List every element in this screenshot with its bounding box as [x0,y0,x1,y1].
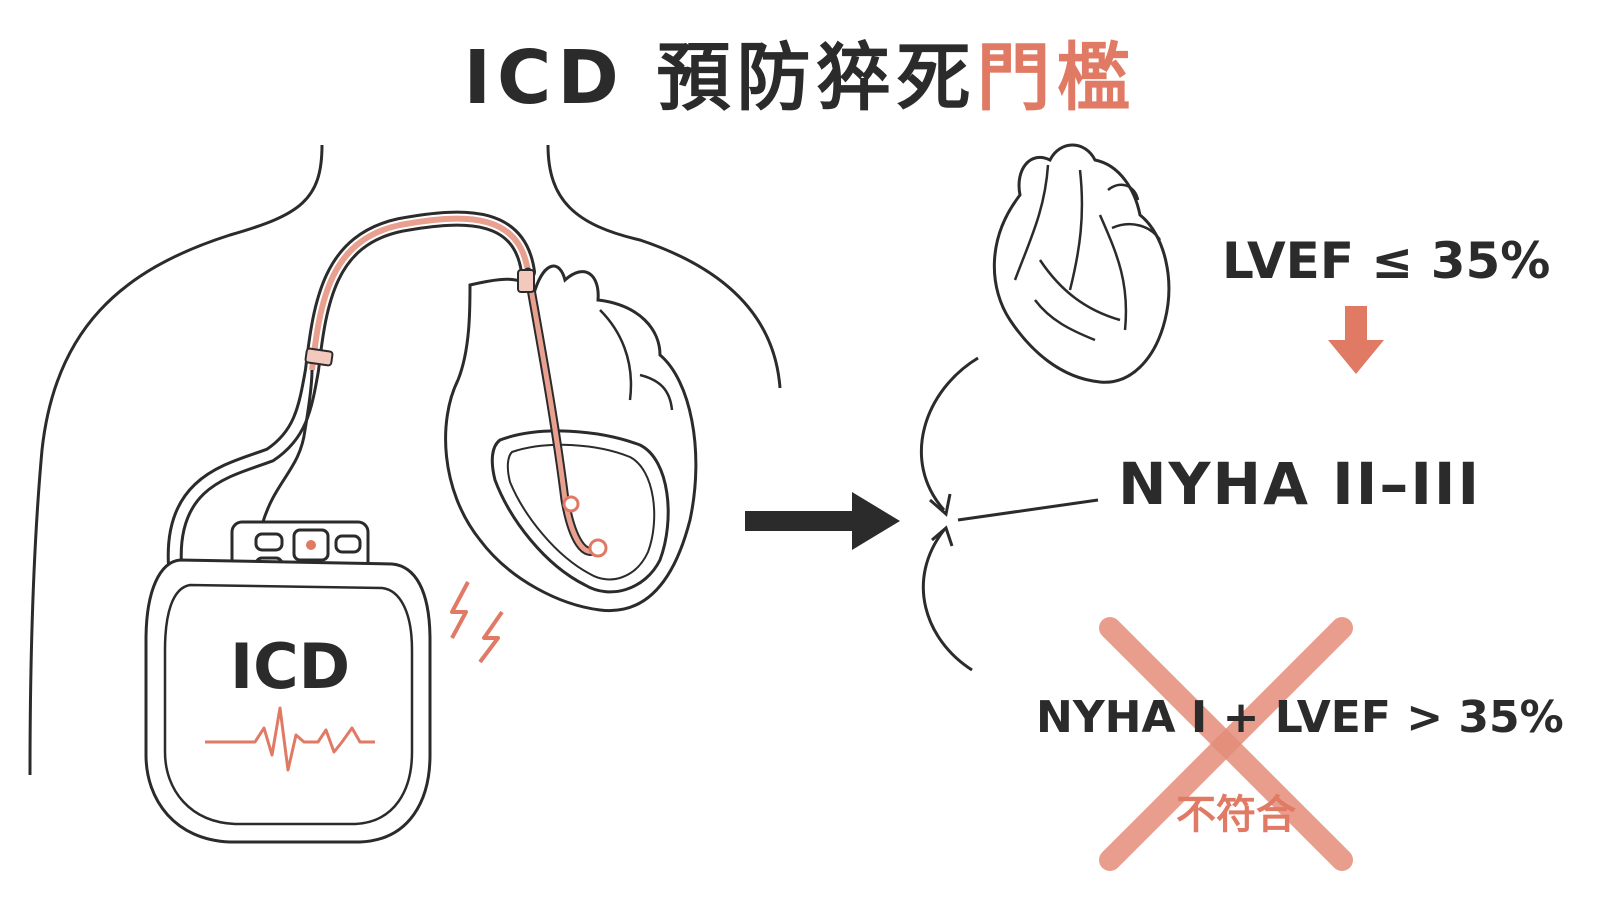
lead-wire-second [260,369,314,526]
icd-port-dot [306,540,316,550]
lead-connector [517,269,535,293]
page-title: ICD 預防猝死門檻 [0,18,1600,125]
icd-body [144,558,432,844]
lead-wire-core [309,215,531,371]
exclusion-cross-line [1099,617,1353,871]
down-arrow-head [1328,340,1384,374]
icd-port [334,534,362,554]
torso-outline-right [546,144,782,389]
heart-icon-vessels [1013,164,1128,342]
title-main: ICD 預防猝死 [463,35,977,121]
heart-left [444,264,698,613]
icd-port [254,532,284,552]
lvef-criterion: LVEF ≤ 35% [1222,232,1551,290]
connector-line-middle [957,498,1099,522]
torso-outline [28,144,324,776]
shock-bolt-icon [478,610,504,664]
heart-ventricle-inner [506,443,656,581]
device-label: ICD [230,630,351,703]
title-accent: 門檻 [976,35,1137,121]
electrode-tip-2 [588,538,608,558]
heart-vessel-lines [599,309,674,411]
connector-arrowhead [929,493,952,517]
electrode-tip-1 [562,495,580,513]
shock-bolt-icon [450,581,470,639]
icd-port [292,528,330,562]
connector-arc-bottom [921,529,973,672]
nyha-criterion: NYHA II–III [1118,450,1482,518]
heart-icon-aorta [1107,183,1162,241]
ecg-trace [205,706,375,772]
icd-body-inner [163,583,414,826]
lead-in-heart-core [525,269,601,554]
connector-arc-top [919,356,979,511]
flow-arrow-head [852,492,900,550]
exclusion-criterion: NYHA I + LVEF > 35% [1036,692,1564,743]
down-arrow-shaft [1345,306,1367,342]
flow-arrow-shaft [745,511,857,531]
lead-sleeve [304,347,334,367]
connector-arrowhead [931,525,954,547]
heart-ventricle [490,429,670,594]
exclusion-mark: 不符合 [1176,792,1296,838]
